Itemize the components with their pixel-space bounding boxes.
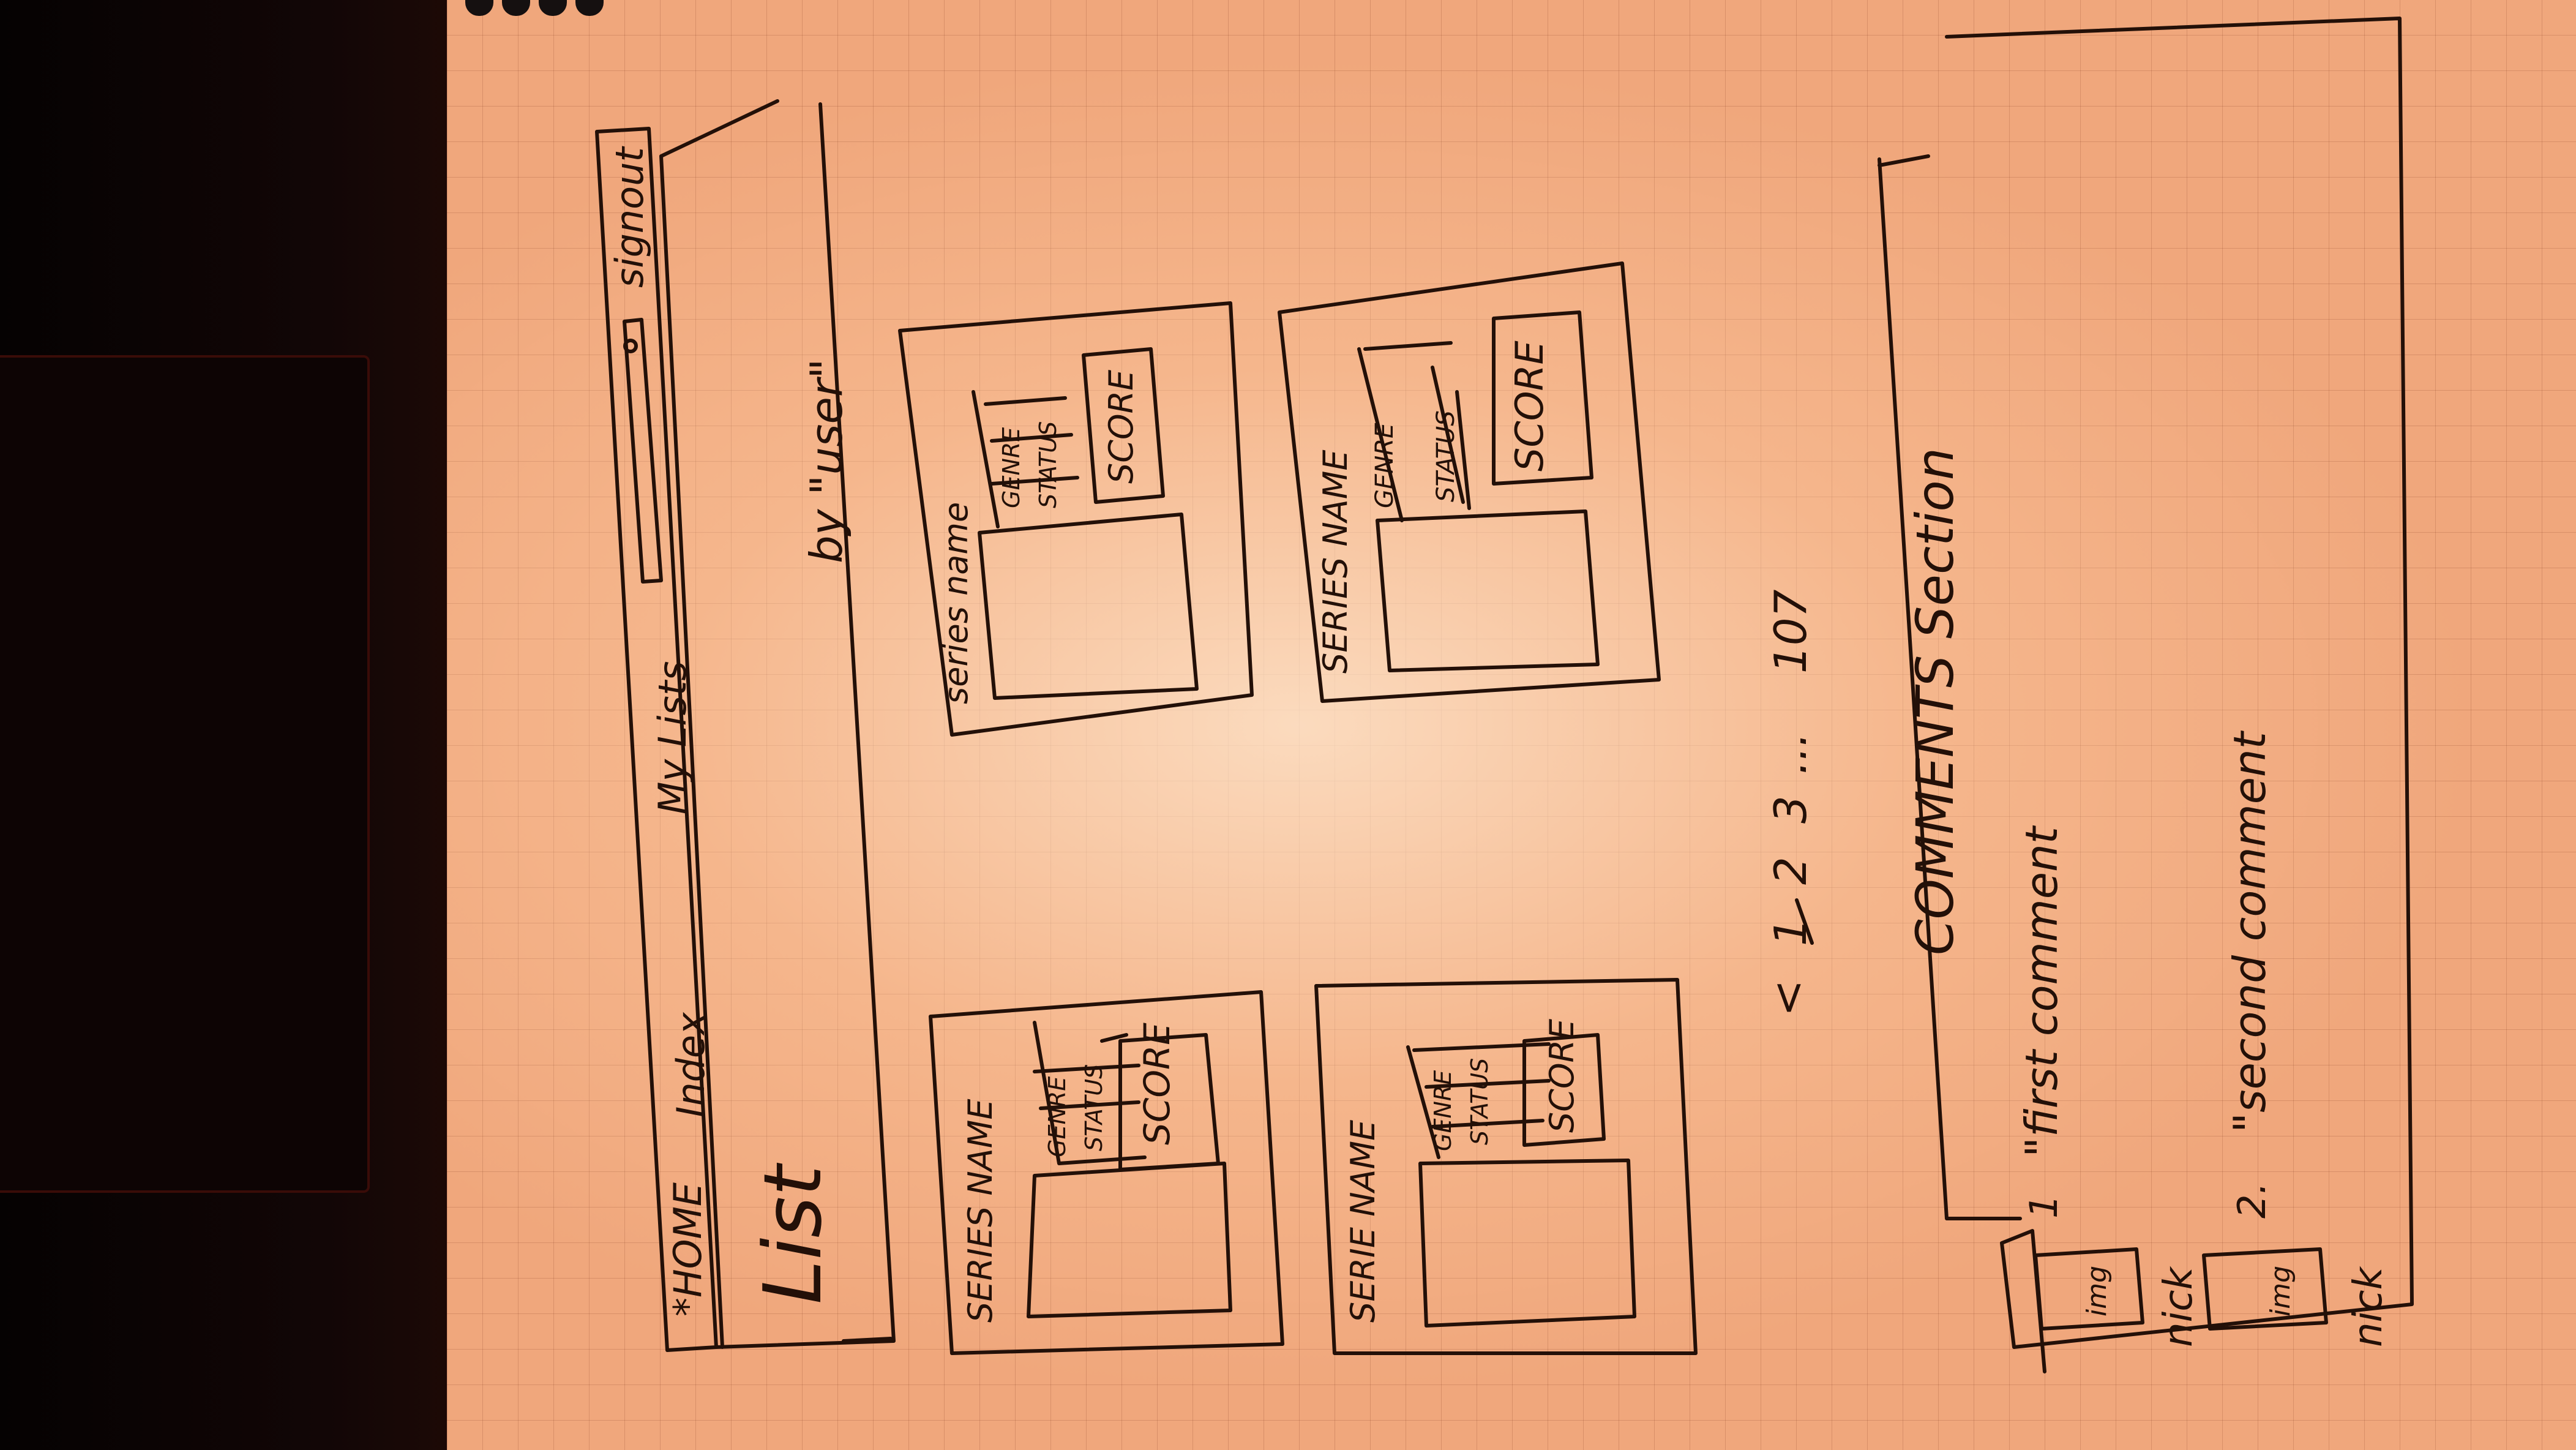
card-3-outline [1314,978,1698,1355]
card-3-score: SCORE [1543,1018,1581,1133]
card-2-status-tag: STATUS [1035,421,1061,508]
nav-my-lists-link[interactable]: My Lists [650,661,695,814]
search-icon [623,339,638,353]
comment-2-avatar-label: img [2265,1266,2296,1317]
card-1-status-tag: STATUS [1080,1064,1107,1151]
card-3-genre-tag: GENRE [1429,1070,1456,1151]
nav-bar-outline [595,127,718,1352]
nav-sign-out-link[interactable]: signout [607,146,652,288]
comment-1-avatar [2034,1247,2144,1331]
card-4-genre-tag: GENRE [1371,423,1399,508]
card-2-score: SCORE [1102,369,1140,484]
card-3-image-box [1418,1159,1636,1328]
comment-1-number: 1 [2021,1195,2066,1219]
card-2-outline [898,301,1254,737]
laptop-edge [0,0,465,1450]
card-1-series-name[interactable]: SERIES NAME [961,1099,1000,1323]
card-1-score-box [1118,1033,1220,1171]
card-4-outline [1278,261,1661,703]
card-4-score: SCORE [1507,340,1552,471]
comment-2-number: 2. [2230,1182,2274,1219]
card-1-score: SCORE [1136,1023,1178,1145]
card-3-score-box [1522,1033,1606,1147]
header-panel-outline [659,99,896,1349]
comment-2-text: "second comment [2224,730,2275,1133]
card-2-image-box [978,513,1199,700]
laptop-trackpad [0,355,370,1193]
comments-header-outline [1878,154,2022,1220]
nav-home-link[interactable]: *HOME [665,1182,710,1317]
search-box-outline [623,318,663,584]
card-4-image-box [1376,509,1600,672]
comment-2-nick[interactable]: nick [2346,1265,2391,1347]
comments-section-title: COMMENTS Section [1905,448,1965,955]
comment-1-avatar-label: img [2081,1266,2113,1317]
card-2-score-box [1082,347,1165,504]
grid-paper [447,0,2576,1450]
card-1-image-box [1027,1162,1232,1318]
pagination-last-page[interactable]: 107 [1765,589,1816,674]
nav-index-link[interactable]: Index [668,1012,713,1118]
card-1-genre-tag: GENRE [1044,1076,1071,1157]
card-4-score-box [1492,310,1593,486]
card-4-series-name[interactable]: SERIES NAME [1316,449,1355,674]
comment-1-nick[interactable]: nick [2156,1265,2201,1347]
card-2-series-name[interactable]: series name [937,502,975,704]
card-1-outline [929,990,1284,1355]
pagination-prev[interactable]: < [1762,980,1813,1016]
card-3-series-name[interactable]: SERIE NAME [1344,1119,1382,1323]
page-byline: by "user" [801,359,852,563]
pagination-ellipsis: ... [1765,732,1816,775]
comments-panel-outline [1945,17,2414,1373]
comment-1-text: "first comment [2016,825,2067,1157]
card-2-genre-tag: GENRE [998,427,1025,508]
pagination-page-2[interactable]: 2 [1765,857,1816,885]
pagination-page-3[interactable]: 3 [1765,795,1816,824]
comment-2-avatar [2202,1247,2328,1331]
spiral-binding [465,0,612,18]
card-4-status-tag: STATUS [1432,410,1460,502]
pagination-page-1[interactable]: 1 [1765,918,1816,946]
page-title: List [746,1163,839,1304]
card-3-status-tag: STATUS [1466,1058,1493,1145]
